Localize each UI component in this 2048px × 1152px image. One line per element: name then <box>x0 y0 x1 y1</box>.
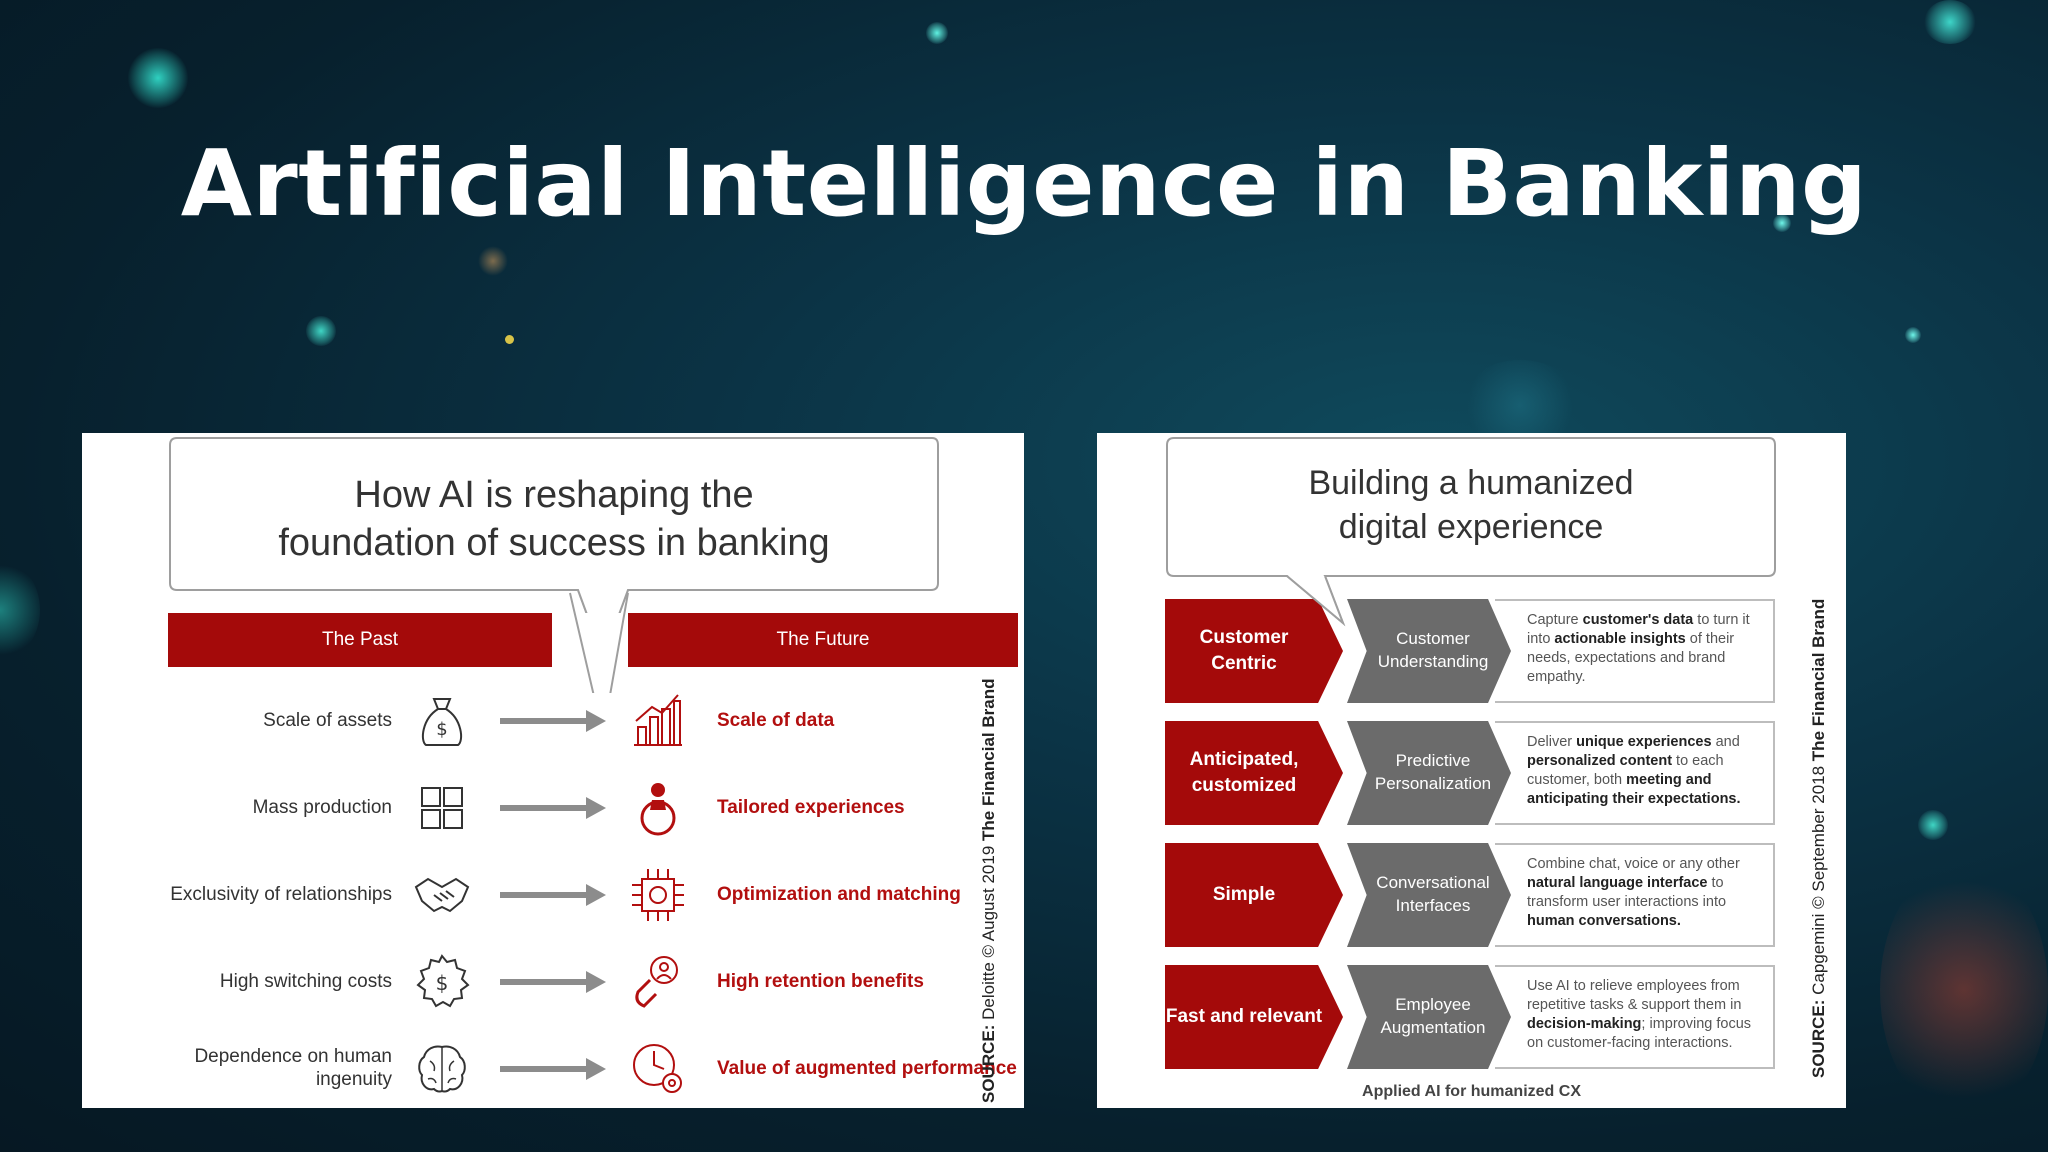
description-segment: Deliver <box>1527 734 1577 750</box>
description-segment: decision-making <box>1527 1015 1642 1032</box>
data-chart-icon <box>634 694 682 746</box>
source-label: SOURCE: <box>1809 999 1828 1078</box>
past-item-label: Scale of assets <box>263 709 392 731</box>
arrow-right-icon <box>500 710 606 732</box>
past-item-label: Dependence on human ingenuity <box>194 1046 392 1090</box>
past-header: The Past <box>168 613 552 667</box>
bokeh-dot <box>306 316 336 346</box>
future-item-label: Value of augmented performance <box>717 1057 1017 1079</box>
svg-text:$: $ <box>436 971 449 995</box>
grid-icon <box>421 787 463 829</box>
description-segment: natural language interface <box>1527 874 1708 891</box>
slide-title: Artificial Intelligence in Banking <box>180 130 1868 237</box>
row-capability-label: Customer Understanding <box>1347 599 1511 703</box>
bokeh-dot <box>1880 860 2048 1120</box>
description-segment: personalized content <box>1527 752 1673 769</box>
description-segment: Capture <box>1527 612 1583 628</box>
row-description: Combine chat, voice or any other natural… <box>1495 843 1775 947</box>
description-segment: and <box>1711 734 1740 750</box>
future-item-label: Optimization and matching <box>717 883 961 905</box>
description-segment: to turn it into <box>1527 612 1750 647</box>
row-category-label: Anticipated, customized <box>1165 721 1343 825</box>
bokeh-dot <box>1773 214 1791 232</box>
description-segment: of their needs, expectations and brand e… <box>1527 630 1735 685</box>
dollar-gear-icon: $ <box>416 954 470 1008</box>
source-credit: SOURCE: Deloitte © August 2019 The Finan… <box>979 679 999 1103</box>
bokeh-dot <box>1918 810 1948 840</box>
source-brand: The Financial Brand <box>1809 598 1828 762</box>
row-description: Use AI to relieve employees from repetit… <box>1495 965 1775 1069</box>
bubble-title-line-2: digital experience <box>1338 508 1604 547</box>
row-description: Deliver unique experiences and personali… <box>1495 721 1775 825</box>
person-icon <box>640 783 676 836</box>
bubble-title-line-1: How AI is reshaping the <box>354 474 754 516</box>
experience-row-4: Fast and relevant Employee Augmentation … <box>1165 965 1775 1069</box>
comparison-row-4: High switching costs $ High retention be… <box>82 947 1024 1017</box>
description-segment: human conversations. <box>1527 912 1681 929</box>
bokeh-dot <box>505 335 514 344</box>
diagram-caption: Applied AI for humanized CX <box>1362 1083 1581 1100</box>
description-segment: ; improving focus on customer-facing int… <box>1527 1015 1752 1051</box>
infographic-ai-reshaping-banking: How AI is reshaping the foundation of su… <box>82 433 1024 1108</box>
description-segment: unique experiences <box>1576 734 1712 750</box>
row-category-label: Customer Centric <box>1165 599 1343 703</box>
bubble-title: Building a humanized digital experience <box>1167 461 1775 549</box>
bokeh-dot <box>478 246 508 276</box>
brain-icon <box>418 1045 466 1093</box>
past-item-label: Exclusivity of relationships <box>170 883 392 905</box>
bubble-title: How AI is reshaping the foundation of su… <box>170 471 938 568</box>
bokeh-dot <box>0 560 40 660</box>
source-text: Capgemini © September 2018 <box>1809 761 1828 1000</box>
money-bag-icon: $ <box>421 698 463 746</box>
bokeh-dot <box>1924 0 1976 44</box>
clock-gear-icon <box>633 1044 682 1093</box>
arrow-right-icon <box>500 1058 606 1080</box>
source-brand: The Financial Brand <box>979 678 998 841</box>
comparison-row-1: Scale of assets $ Scale of data <box>82 686 1024 756</box>
comparison-row-2: Mass production Tailored experiences <box>82 773 1024 843</box>
description-segment: actionable insights <box>1554 630 1686 647</box>
arrow-right-icon <box>500 797 606 819</box>
row-category-label: Fast and relevant <box>1165 965 1343 1069</box>
experience-row-2: Anticipated, customized Predictive Perso… <box>1165 721 1775 825</box>
row-category-label: Simple <box>1165 843 1343 947</box>
source-credit: SOURCE: Capgemini © September 2018 The F… <box>1809 599 1829 1078</box>
description-segment: Combine chat, voice or any other <box>1527 856 1740 872</box>
source-label: SOURCE: <box>979 1024 998 1103</box>
speech-bubble-outline <box>169 437 939 613</box>
row-capability-label: Conversational Interfaces <box>1347 843 1511 947</box>
bokeh-dot <box>926 22 948 44</box>
infographic-humanized-digital-experience: Building a humanized digital experience … <box>1097 433 1846 1108</box>
comparison-row-3: Exclusivity of relationships Optimizatio… <box>82 860 1024 930</box>
svg-text:$: $ <box>436 719 447 740</box>
bubble-title-line-2: foundation of success in banking <box>278 522 830 565</box>
description-segment: meeting and anticipating their expectati… <box>1527 771 1741 807</box>
bubble-title-line-1: Building a humanized <box>1308 464 1634 502</box>
chip-gear-icon <box>632 869 684 921</box>
future-item-label: Tailored experiences <box>717 796 905 818</box>
bokeh-dot <box>1905 327 1921 343</box>
future-item-label: Scale of data <box>717 709 835 731</box>
future-item-label: High retention benefits <box>717 970 924 992</box>
description-segment: to transform user interactions into <box>1527 874 1727 910</box>
description-segment: customer's data <box>1582 612 1694 628</box>
bokeh-dot <box>128 48 188 108</box>
row-description: Capture customer's data to turn it into … <box>1495 599 1775 703</box>
description-segment: to each customer, both <box>1527 752 1724 788</box>
experience-row-3: Simple Conversational Interfaces Combine… <box>1165 843 1775 947</box>
description-segment: Use AI to relieve employees from repetit… <box>1527 978 1742 1013</box>
row-capability-label: Employee Augmentation <box>1347 965 1511 1069</box>
future-header: The Future <box>628 613 1018 667</box>
row-capability-label: Predictive Personalization <box>1347 721 1511 825</box>
arrow-right-icon <box>500 884 606 906</box>
source-text: Deloitte © August 2019 <box>979 841 998 1025</box>
handshake-icon <box>414 877 470 913</box>
past-item-label: Mass production <box>252 796 392 818</box>
magnet-person-icon <box>635 956 678 1008</box>
experience-row-1: Customer Centric Customer Understanding … <box>1165 599 1775 703</box>
past-item-label: High switching costs <box>219 970 392 992</box>
arrow-right-icon <box>500 971 606 993</box>
comparison-row-5: Dependence on human ingenuity Value of a… <box>82 1034 1024 1104</box>
